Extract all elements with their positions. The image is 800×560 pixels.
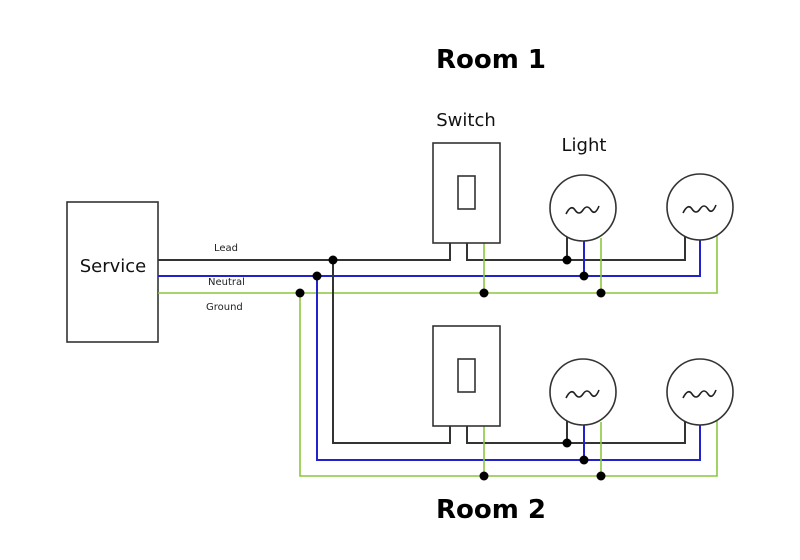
filament-icon bbox=[682, 389, 717, 399]
room2-switch-toggle bbox=[457, 358, 476, 393]
room2-switched-lead bbox=[466, 418, 686, 444]
room2-switch bbox=[432, 325, 501, 427]
room1-switch-toggle bbox=[457, 175, 476, 210]
filament-icon bbox=[682, 204, 717, 214]
junction-dot bbox=[596, 471, 606, 481]
junction-dot bbox=[579, 455, 589, 465]
service-panel bbox=[66, 201, 159, 343]
junction-dot bbox=[479, 288, 489, 298]
room1-light-1 bbox=[549, 174, 617, 242]
room1-title: Room 1 bbox=[436, 45, 546, 75]
light-bulb-icon bbox=[549, 174, 617, 242]
room1-neutral bbox=[158, 240, 701, 277]
room1-light-2 bbox=[666, 173, 734, 241]
service-label: Service bbox=[80, 256, 147, 277]
junction-dot bbox=[562, 255, 572, 265]
room2-light-2 bbox=[666, 358, 734, 426]
room1-switched-lead bbox=[466, 234, 686, 261]
junction-dot bbox=[596, 288, 606, 298]
filament-icon bbox=[565, 205, 600, 215]
ground-label: Ground bbox=[206, 302, 243, 313]
junction-dot bbox=[479, 471, 489, 481]
light-bulb-icon bbox=[549, 358, 617, 426]
light-label: Light bbox=[562, 135, 607, 156]
light-bulb-icon bbox=[666, 173, 734, 241]
room2-ground bbox=[299, 293, 718, 477]
switch-label: Switch bbox=[436, 110, 496, 131]
junction-dot bbox=[328, 255, 338, 265]
light-bulb-icon bbox=[666, 358, 734, 426]
junctions bbox=[295, 255, 606, 481]
room2-title: Room 2 bbox=[436, 495, 546, 525]
neutral-label: Neutral bbox=[208, 277, 245, 288]
room1-lead-to-switch bbox=[158, 243, 451, 261]
lead-label: Lead bbox=[214, 243, 238, 254]
room2-light-1 bbox=[549, 358, 617, 426]
junction-dot bbox=[579, 271, 589, 281]
junction-dot bbox=[295, 288, 305, 298]
junction-dot bbox=[562, 438, 572, 448]
room1-ground bbox=[158, 235, 718, 294]
room2-lead-to-switch bbox=[332, 260, 451, 444]
filament-icon bbox=[565, 389, 600, 399]
junction-dot bbox=[312, 271, 322, 281]
room2-neutral bbox=[316, 276, 701, 461]
